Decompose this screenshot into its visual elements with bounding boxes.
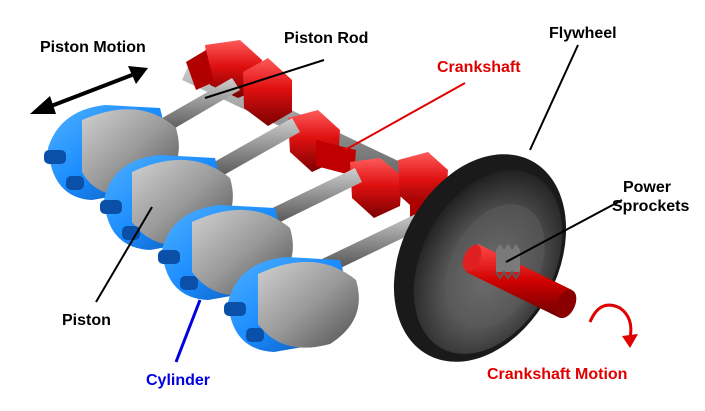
leader-piston-rod [204, 59, 325, 99]
leader-cylinder [174, 299, 202, 363]
crankshaft-motion-label: Crankshaft Motion [487, 366, 628, 383]
power-sprockets [495, 244, 521, 280]
leader-crankshaft [344, 82, 466, 151]
output-shaft [462, 244, 577, 319]
leader-lines [95, 44, 623, 363]
curved-clockwise-arrow-icon [588, 303, 638, 348]
crank-throw-4 [350, 158, 402, 218]
power-sprockets-label-line2: Sprockets [612, 198, 690, 215]
piston-label: Piston [62, 312, 111, 329]
piston-4 [258, 261, 359, 348]
crankshaft-label: Crankshaft [437, 59, 521, 76]
double-headed-arrow-icon [30, 66, 148, 114]
power-sprockets-label: Power Sprockets [612, 178, 690, 216]
piston-rod-2 [200, 118, 300, 184]
leader-piston [95, 206, 153, 303]
piston-rod-label: Piston Rod [284, 30, 369, 47]
flywheel-label: Flywheel [549, 25, 617, 42]
cylinder-4 [224, 257, 359, 352]
piston-rod-3 [258, 168, 362, 229]
leader-power-sprockets [505, 199, 623, 263]
leader-flywheel [529, 44, 579, 151]
cylinder-label: Cylinder [146, 372, 211, 389]
piston-rod-4 [320, 212, 428, 274]
power-sprockets-label-line1: Power [622, 179, 671, 196]
piston-motion-label: Piston Motion [40, 39, 146, 56]
crank-throw-2 [243, 58, 292, 126]
